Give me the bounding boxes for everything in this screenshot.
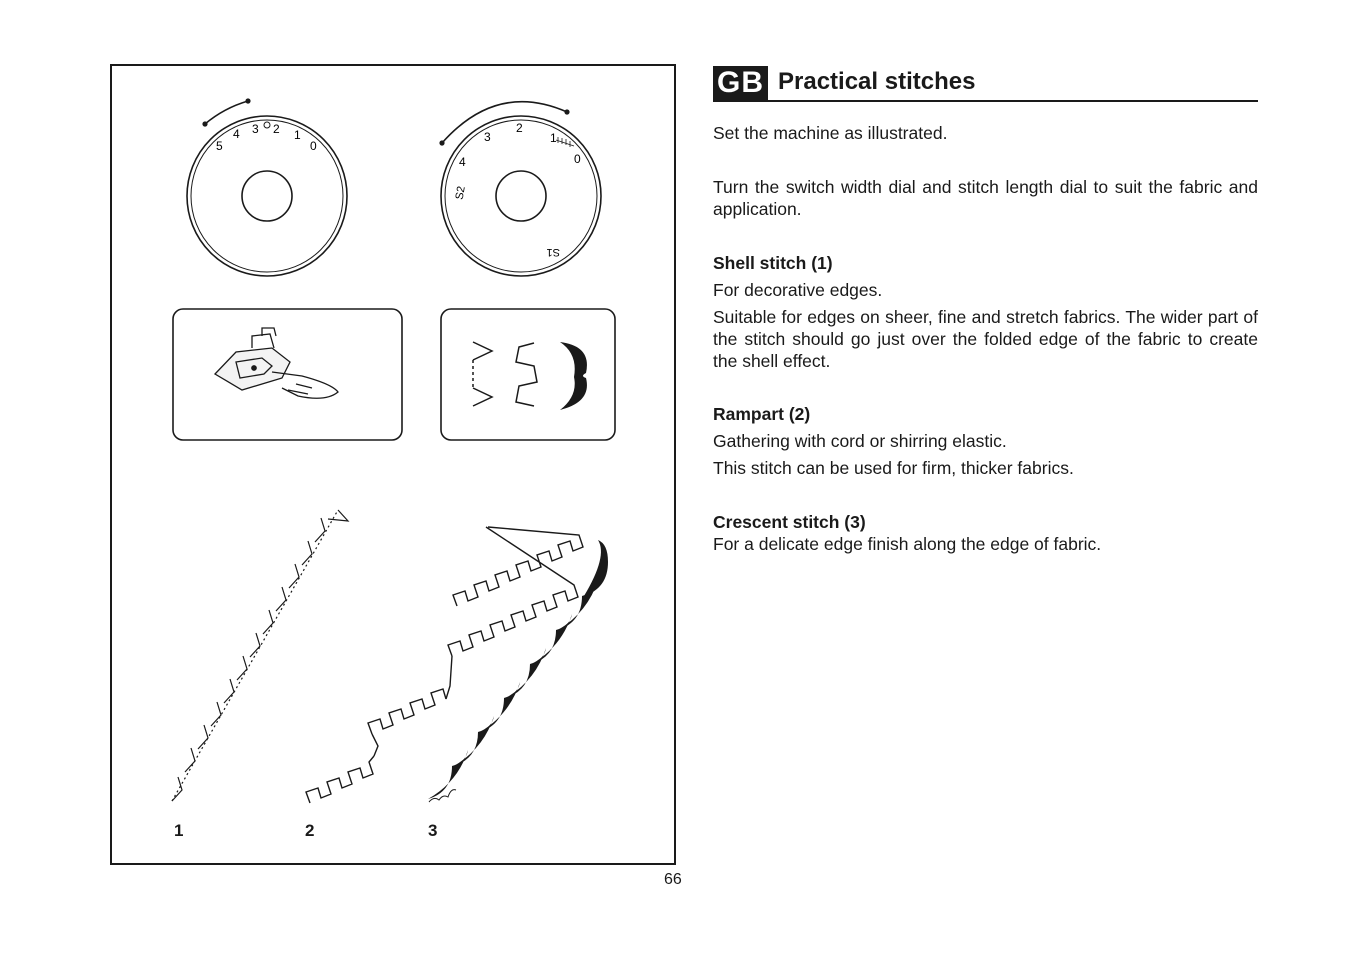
paragraph: For decorative edges. bbox=[713, 280, 883, 300]
width-dial-label: 0 bbox=[310, 139, 317, 153]
illustration-svg: 5 4 3 2 1 0 S2 4 3 2 1 0 S1 bbox=[171, 98, 616, 804]
subheading-shell-stitch: Shell stitch (1) bbox=[713, 253, 833, 273]
length-dial-label: S2 bbox=[454, 185, 468, 200]
paragraph: This stitch can be used for firm, thicke… bbox=[713, 458, 1074, 478]
length-dial-label: 1 bbox=[550, 131, 557, 145]
presser-foot-icon bbox=[213, 327, 339, 399]
subheading-crescent-stitch: Crescent stitch (3) bbox=[713, 512, 866, 532]
intro-paragraph: Turn the switch width dial and stitch le… bbox=[713, 177, 1258, 219]
illustration-panel: 5 4 3 2 1 0 S2 4 3 2 1 0 S1 bbox=[110, 64, 676, 865]
length-dial-label: 0 bbox=[574, 152, 581, 166]
paragraph: Suitable for edges on sheer, fine and st… bbox=[713, 307, 1258, 371]
length-dial-label: 2 bbox=[516, 121, 523, 135]
stitch-pattern-box bbox=[440, 308, 616, 441]
presser-foot-box bbox=[172, 308, 403, 441]
sample-rampart-stitch bbox=[305, 526, 584, 804]
paragraph: Gathering with cord or shirring elastic. bbox=[713, 431, 1007, 451]
intro-paragraph: Set the machine as illustrated. bbox=[713, 123, 948, 143]
length-dial-label: 3 bbox=[484, 130, 491, 144]
text-column: GB Practical stitches Set the machine as… bbox=[713, 66, 1258, 555]
length-dial-label: S1 bbox=[547, 246, 560, 258]
width-dial-label: 4 bbox=[233, 127, 240, 141]
sample-number-1: 1 bbox=[174, 821, 184, 840]
page-title: Practical stitches bbox=[778, 68, 976, 95]
language-badge: GB bbox=[713, 66, 768, 100]
sample-number-2: 2 bbox=[305, 821, 315, 840]
crescent-stitch-icon bbox=[560, 342, 587, 410]
paragraph: For a delicate edge finish along the edg… bbox=[713, 534, 1102, 554]
sample-number-3: 3 bbox=[428, 821, 438, 840]
sample-crescent-stitch bbox=[428, 540, 608, 803]
width-dial-label: 2 bbox=[273, 122, 280, 136]
shell-stitch-icon bbox=[472, 341, 494, 407]
width-dial-label: 1 bbox=[294, 128, 301, 142]
length-dial: S2 4 3 2 1 0 S1 bbox=[439, 100, 602, 277]
sample-shell-stitch bbox=[171, 509, 350, 802]
width-dial-label: 3 bbox=[252, 122, 259, 136]
rampart-stitch-icon bbox=[515, 342, 538, 407]
page-number: 66 bbox=[664, 871, 682, 888]
subheading-rampart: Rampart (2) bbox=[713, 404, 811, 424]
length-dial-label: 4 bbox=[459, 155, 466, 169]
section-heading: GB Practical stitches bbox=[713, 66, 1258, 102]
width-dial-label: 5 bbox=[216, 139, 223, 153]
width-dial: 5 4 3 2 1 0 bbox=[186, 98, 348, 277]
